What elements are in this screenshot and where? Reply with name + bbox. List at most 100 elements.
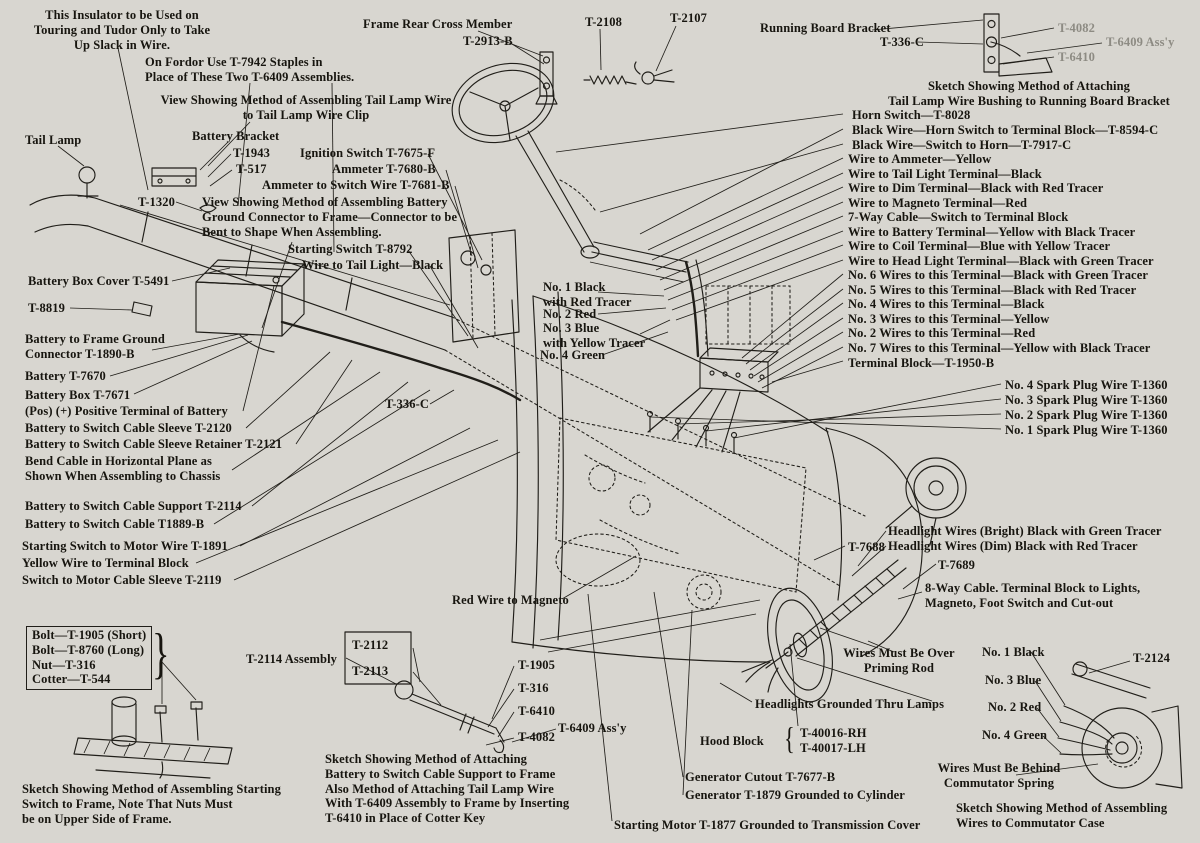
label-wire-dim: Wire to Dim Terminal—Black with Red Trac… — [848, 181, 1104, 195]
label-wire-ammeter-yellow: Wire to Ammeter—Yellow — [848, 152, 992, 166]
label-no2-wire: No. 2 Red — [543, 307, 597, 321]
label-8way-cable: 8-Way Cable. Terminal Block to Lights, M… — [925, 581, 1141, 610]
label-spark3: No. 3 Spark Plug Wire T-1360 — [1005, 393, 1168, 407]
label-running-board-bracket: Running Board Bracket — [760, 21, 891, 35]
label-no3-wires: No. 3 Wires to this Terminal—Yellow — [848, 312, 1050, 326]
label-t517: T-517 — [236, 162, 267, 176]
label-starting-switch-t8792: Starting Switch T-8792 — [288, 242, 413, 256]
note-running-board: Sketch Showing Method of Attaching Tail … — [888, 79, 1170, 108]
label-spark4: No. 4 Spark Plug Wire T-1360 — [1005, 378, 1168, 392]
label-t8819: T-8819 — [28, 301, 65, 315]
note-ground-connector: View Showing Method of Assembling Batter… — [202, 195, 458, 239]
label-headlight-bright: Headlight Wires (Bright) Black with Gree… — [888, 524, 1162, 538]
note-cable-support: Sketch Showing Method of Attaching Batte… — [325, 752, 570, 825]
label-t6410-b: T-6410 — [518, 704, 555, 718]
note-priming-rod: Wires Must Be Over Priming Rod — [843, 646, 955, 675]
label-horn-switch: Horn Switch—T-8028 — [852, 108, 971, 122]
label-battery-bracket: Battery Bracket — [192, 129, 280, 143]
label-no4-wires: No. 4 Wires to this Terminal—Black — [848, 297, 1045, 311]
note-commutator-case: Sketch Showing Method of Assembling Wire… — [956, 801, 1168, 830]
label-tail-lamp: Tail Lamp — [25, 133, 82, 147]
label-horn-terminal-wire: Black Wire—Horn Switch to Terminal Block… — [852, 123, 1159, 137]
label-t316-b: T-316 — [518, 681, 549, 695]
label-wire-headlight-terminal: Wire to Head Light Terminal—Black with G… — [848, 254, 1154, 268]
label-t6410-top: T-6410 — [1058, 50, 1095, 64]
label-t7688: T-7688 — [848, 540, 885, 554]
note-tail-lamp-clip: View Showing Method of Assembling Tail L… — [160, 93, 452, 122]
label-cable-support-2114: Battery to Switch Cable Support T-2114 — [25, 499, 242, 513]
label-yellow-wire: Yellow Wire to Terminal Block — [22, 556, 189, 570]
label-t2124: T-2124 — [1133, 651, 1170, 665]
battery-box-sketch — [195, 259, 522, 402]
label-switch-cable-t1889: Battery to Switch Cable T1889-B — [25, 517, 205, 531]
label-no4-wire: No. 4 Green — [540, 348, 606, 362]
label-pos-terminal: (Pos) (+) Positive Terminal of Battery — [25, 404, 228, 418]
label-spark1: No. 1 Spark Plug Wire T-1360 — [1005, 423, 1168, 437]
label-t7689: T-7689 — [938, 558, 975, 572]
label-t2107: T-2107 — [670, 11, 707, 25]
label-headlights-grounded: Headlights Grounded Thru Lamps — [755, 697, 945, 711]
label-motor-cable-sleeve-2119: Switch to Motor Cable Sleeve T-2119 — [22, 573, 222, 587]
label-no1-comm: No. 1 Black — [982, 645, 1045, 659]
note-commutator-spring: Wires Must Be Behind Commutator Spring — [937, 761, 1061, 790]
tail-lamp-sketch — [77, 166, 217, 317]
label-wire-coil-terminal: Wire to Coil Terminal—Blue with Yellow T… — [848, 239, 1111, 253]
label-sleeve-retainer-2121: Battery to Switch Cable Sleeve Retainer … — [25, 437, 283, 451]
label-red-wire-magneto: Red Wire to Magneto — [452, 593, 569, 607]
label-battery-box: Battery Box T-7671 — [25, 388, 131, 402]
label-hood-block-parts: T-40016-RH T-40017-LH — [800, 726, 867, 755]
starting-switch-sketch — [73, 696, 233, 779]
brace-hood-block: { — [784, 720, 795, 756]
note-bend-cable: Bend Cable in Horizontal Plane as Shown … — [25, 454, 221, 483]
leader-lines — [57, 19, 1131, 822]
label-t2113: T-2113 — [352, 664, 389, 678]
label-t4082-top: T-4082 — [1058, 21, 1095, 35]
label-t2114-assembly: T-2114 Assembly — [246, 652, 337, 666]
label-hood-block: Hood Block — [700, 734, 764, 748]
note-fordor-staples: On Fordor Use T-7942 Staples in Place of… — [145, 55, 355, 84]
label-t2108: T-2108 — [585, 15, 622, 29]
label-wire-magneto-terminal: Wire to Magneto Terminal—Red — [848, 196, 1028, 210]
label-starting-motor: Starting Motor T-1877 Grounded to Transm… — [614, 818, 921, 832]
dash-cowl-sketch — [448, 229, 829, 663]
label-no4-comm: No. 4 Green — [982, 728, 1048, 742]
label-7way-cable: 7-Way Cable—Switch to Terminal Block — [848, 210, 1069, 224]
label-t1905-b: T-1905 — [518, 658, 555, 672]
note-starting-switch: Sketch Showing Method of Assembling Star… — [22, 782, 281, 826]
label-bolt-list: Bolt—T-1905 (Short) Bolt—T-8760 (Long) N… — [26, 626, 153, 690]
label-t6409-top: T-6409 Ass'y — [1106, 35, 1175, 49]
label-ammeter-wire: Ammeter to Switch Wire T-7681-B — [262, 178, 450, 192]
front-end-sketch — [741, 427, 967, 703]
label-no3-wire: No. 3 Blue with Yellow Tracer — [543, 321, 646, 350]
chassis-frame-sketch — [29, 194, 866, 653]
label-motor-wire-1891: Starting Switch to Motor Wire T-1891 — [22, 539, 228, 553]
label-t1320: T-1320 — [138, 195, 175, 209]
note-insulator: This Insulator to be Used on Touring and… — [33, 8, 211, 52]
label-no3-comm: No. 3 Blue — [985, 673, 1042, 687]
label-no7-wires: No. 7 Wires to this Terminal—Yellow with… — [848, 341, 1151, 355]
label-no2-wires: No. 2 Wires to this Terminal—Red — [848, 326, 1036, 340]
label-wire-tail-terminal: Wire to Tail Light Terminal—Black — [848, 167, 1042, 181]
terminal-block-sketch — [589, 241, 791, 453]
label-t1943: T-1943 — [233, 146, 270, 160]
label-t6409-b: T-6409 Ass'y — [558, 721, 627, 735]
cross-member-parts-sketch — [535, 51, 675, 105]
label-t336c-mid: T-336-C — [385, 397, 429, 411]
label-no6-wires: No. 6 Wires to this Terminal—Black with … — [848, 268, 1148, 282]
label-wire-battery-terminal: Wire to Battery Terminal—Yellow with Bla… — [848, 225, 1136, 239]
label-no1-wire: No. 1 Black with Red Tracer — [543, 280, 632, 309]
label-frame-rear-cross: Frame Rear Cross Member — [363, 17, 513, 31]
brace-bolt-list: } — [152, 623, 170, 685]
label-battery: Battery T-7670 — [25, 369, 106, 383]
label-t4082-b: T-4082 — [518, 730, 555, 744]
engine-sketch — [555, 410, 807, 610]
commutator-sketch — [1057, 661, 1183, 789]
label-t2112: T-2112 — [352, 638, 389, 652]
label-no5-wires: No. 5 Wires to this Terminal—Black with … — [848, 283, 1137, 297]
label-generator-cutout: Generator Cutout T-7677-B — [685, 770, 836, 784]
label-spark2: No. 2 Spark Plug Wire T-1360 — [1005, 408, 1168, 422]
label-cable-sleeve-2120: Battery to Switch Cable Sleeve T-2120 — [25, 421, 232, 435]
